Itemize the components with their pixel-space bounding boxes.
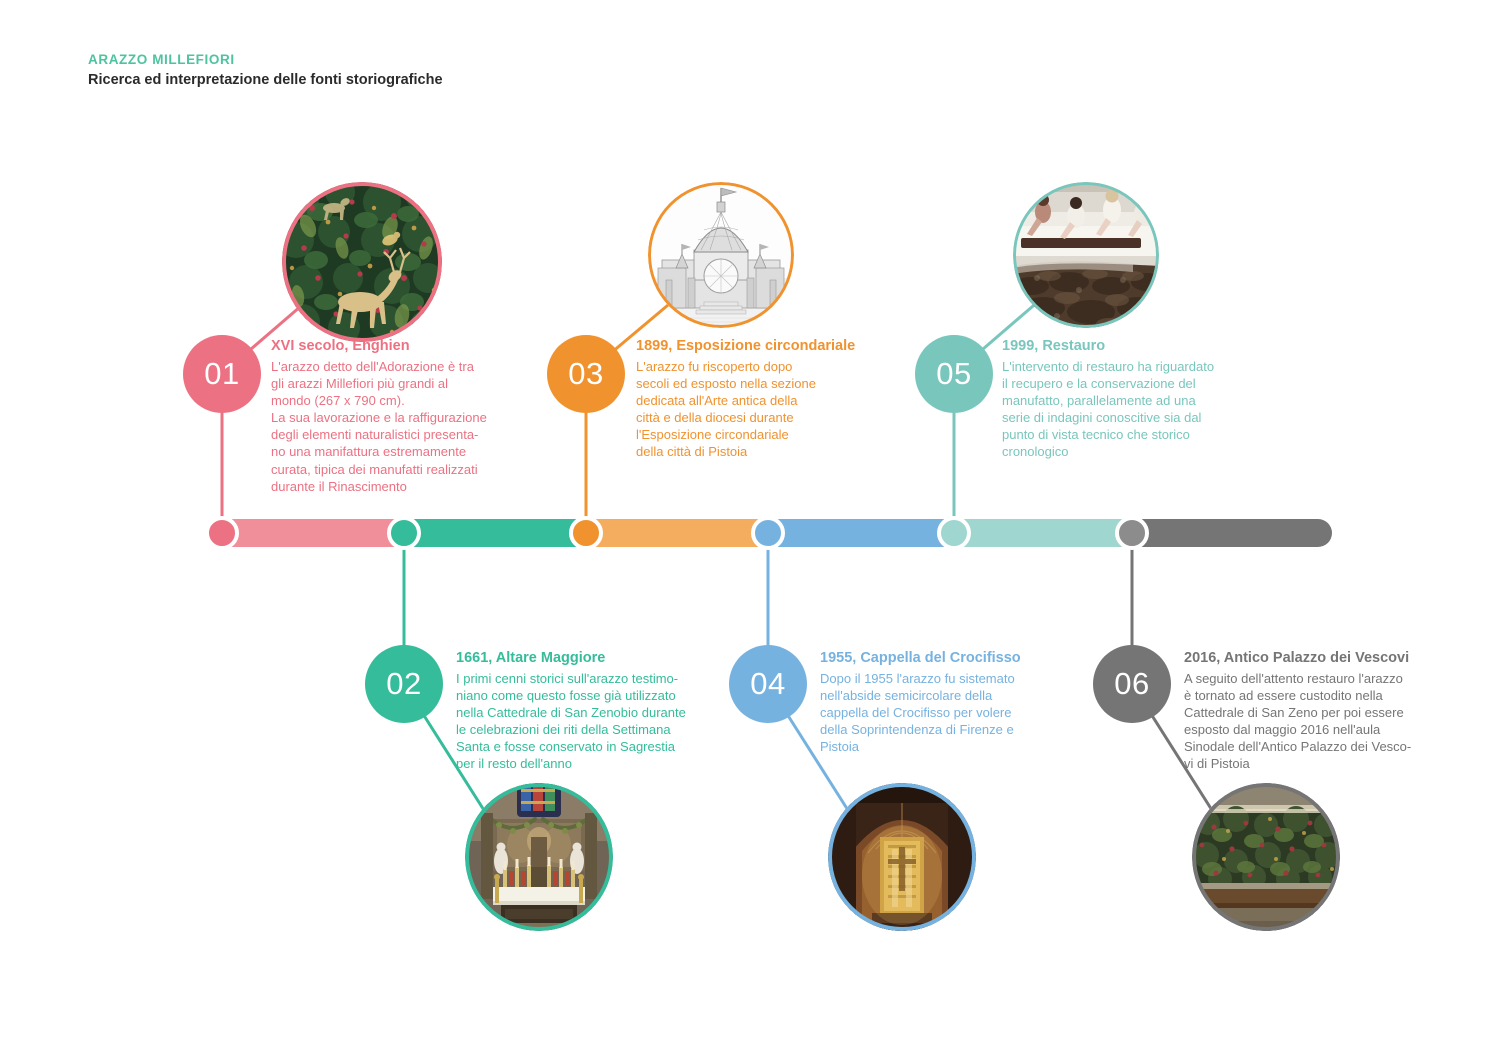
timeline-node-01[interactable]	[205, 516, 239, 550]
event-text-02: 1661, Altare Maggiore I primi cenni stor…	[456, 649, 696, 773]
event-body-05: L'intervento di restauro ha riguardato i…	[1002, 358, 1215, 460]
event-number-06: 06	[1114, 666, 1150, 701]
tapestry-millefiori-deer-photo	[282, 182, 442, 342]
timeline-segment-06	[1132, 519, 1332, 547]
event-text-04: 1955, Cappella del Crocifisso Dopo il 19…	[820, 649, 1045, 755]
header: ARAZZO MILLEFIORI Ricerca ed interpretaz…	[88, 52, 443, 91]
event-number-03: 03	[568, 356, 604, 391]
timeline-node-02[interactable]	[387, 516, 421, 550]
event-badge-05[interactable]: 05	[915, 335, 993, 413]
timeline-node-03[interactable]	[569, 516, 603, 550]
event-body-01: L'arazzo detto dell'Adorazione è tra gli…	[271, 358, 487, 494]
event-title-05: 1999, Restauro	[1002, 338, 1106, 354]
page-title: Ricerca ed interpretazione delle fonti s…	[88, 71, 443, 88]
photo-circle-01	[282, 182, 442, 342]
header-kicker: ARAZZO MILLEFIORI	[88, 52, 235, 67]
event-number-05: 05	[936, 356, 972, 391]
event-body-04: Dopo il 1955 l'arazzo fu sistemato nell'…	[820, 670, 1015, 755]
event-badge-02[interactable]: 02	[365, 645, 443, 723]
timeline-segment-02	[414, 519, 596, 547]
event-text-01: XVI secolo, Enghien L'arazzo detto dell'…	[271, 337, 491, 495]
timeline-segment-04	[778, 519, 954, 547]
event-number-02: 02	[386, 666, 422, 701]
event-title-06: 2016, Antico Palazzo dei Vescovi	[1184, 650, 1410, 666]
event-text-03: 1899, Esposizione circondariale L'arazzo…	[636, 337, 876, 461]
event-text-06: 2016, Antico Palazzo dei Vescovi A segui…	[1184, 649, 1434, 773]
photo-circle-04	[828, 783, 976, 931]
event-title-01: XVI secolo, Enghien	[271, 338, 410, 354]
timeline-segment-01	[210, 519, 414, 547]
event-body-02: I primi cenni storici sull'arazzo testim…	[456, 670, 686, 772]
photo-circle-06	[1192, 783, 1340, 931]
photo-circle-05	[1013, 182, 1159, 328]
timeline-node-04[interactable]	[751, 516, 785, 550]
event-badge-03[interactable]: 03	[547, 335, 625, 413]
event-badge-01[interactable]: 01	[183, 335, 261, 413]
photo-circle-02	[465, 783, 613, 931]
synodal-hall-tapestry-display-photo	[1192, 783, 1340, 931]
event-number-01: 01	[204, 356, 240, 391]
exhibition-pavilion-engraving-photo	[648, 182, 794, 328]
timeline-node-05[interactable]	[937, 516, 971, 550]
timeline-segment-03	[596, 519, 778, 547]
timeline-node-06[interactable]	[1115, 516, 1149, 550]
event-text-05: 1999, Restauro L'intervento di restauro …	[1002, 337, 1232, 461]
event-title-04: 1955, Cappella del Crocifisso	[820, 650, 1021, 666]
timeline-segment-05	[954, 519, 1132, 547]
event-badge-06[interactable]: 06	[1093, 645, 1171, 723]
event-body-06: A seguito dell'attento restauro l'arazzo…	[1184, 670, 1412, 772]
cathedral-high-altar-photo	[465, 783, 613, 931]
event-number-04: 04	[750, 666, 786, 701]
event-badge-04[interactable]: 04	[729, 645, 807, 723]
event-body-03: L'arazzo fu riscoperto dopo secoli ed es…	[636, 358, 816, 460]
event-title-03: 1899, Esposizione circondariale	[636, 338, 856, 354]
crucifix-chapel-apse-photo	[828, 783, 976, 931]
photo-circle-03	[648, 182, 794, 328]
tapestry-restoration-workshop-photo	[1013, 182, 1159, 328]
timeline-bar	[210, 519, 1332, 547]
event-title-02: 1661, Altare Maggiore	[456, 650, 606, 666]
